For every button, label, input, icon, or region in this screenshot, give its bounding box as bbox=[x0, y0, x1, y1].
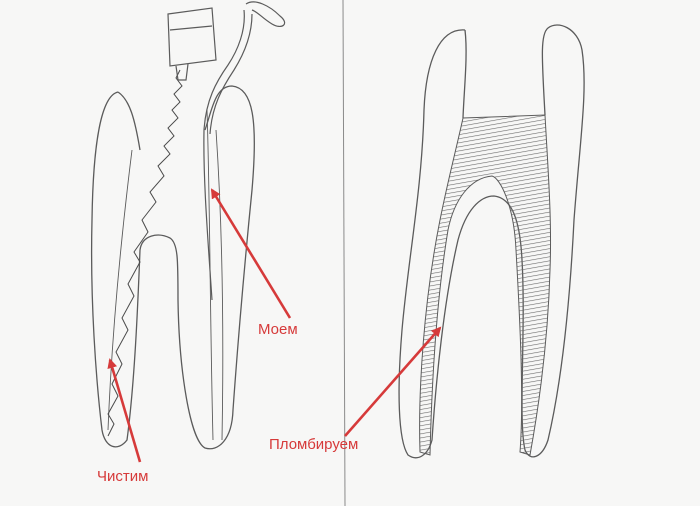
endo-file bbox=[107, 69, 183, 437]
syringe bbox=[167, 1, 286, 301]
label-clean: Чистим bbox=[97, 468, 149, 485]
center-divider bbox=[342, 0, 346, 506]
arrow-clean bbox=[107, 358, 142, 463]
label-fill: Пломбируем bbox=[269, 436, 359, 453]
arrow-fill bbox=[344, 326, 442, 437]
arrow-wash bbox=[210, 188, 292, 319]
label-wash: Моем bbox=[258, 321, 298, 338]
root-filling bbox=[419, 114, 552, 456]
left-tooth bbox=[90, 85, 256, 450]
annotation-arrows bbox=[107, 188, 442, 463]
